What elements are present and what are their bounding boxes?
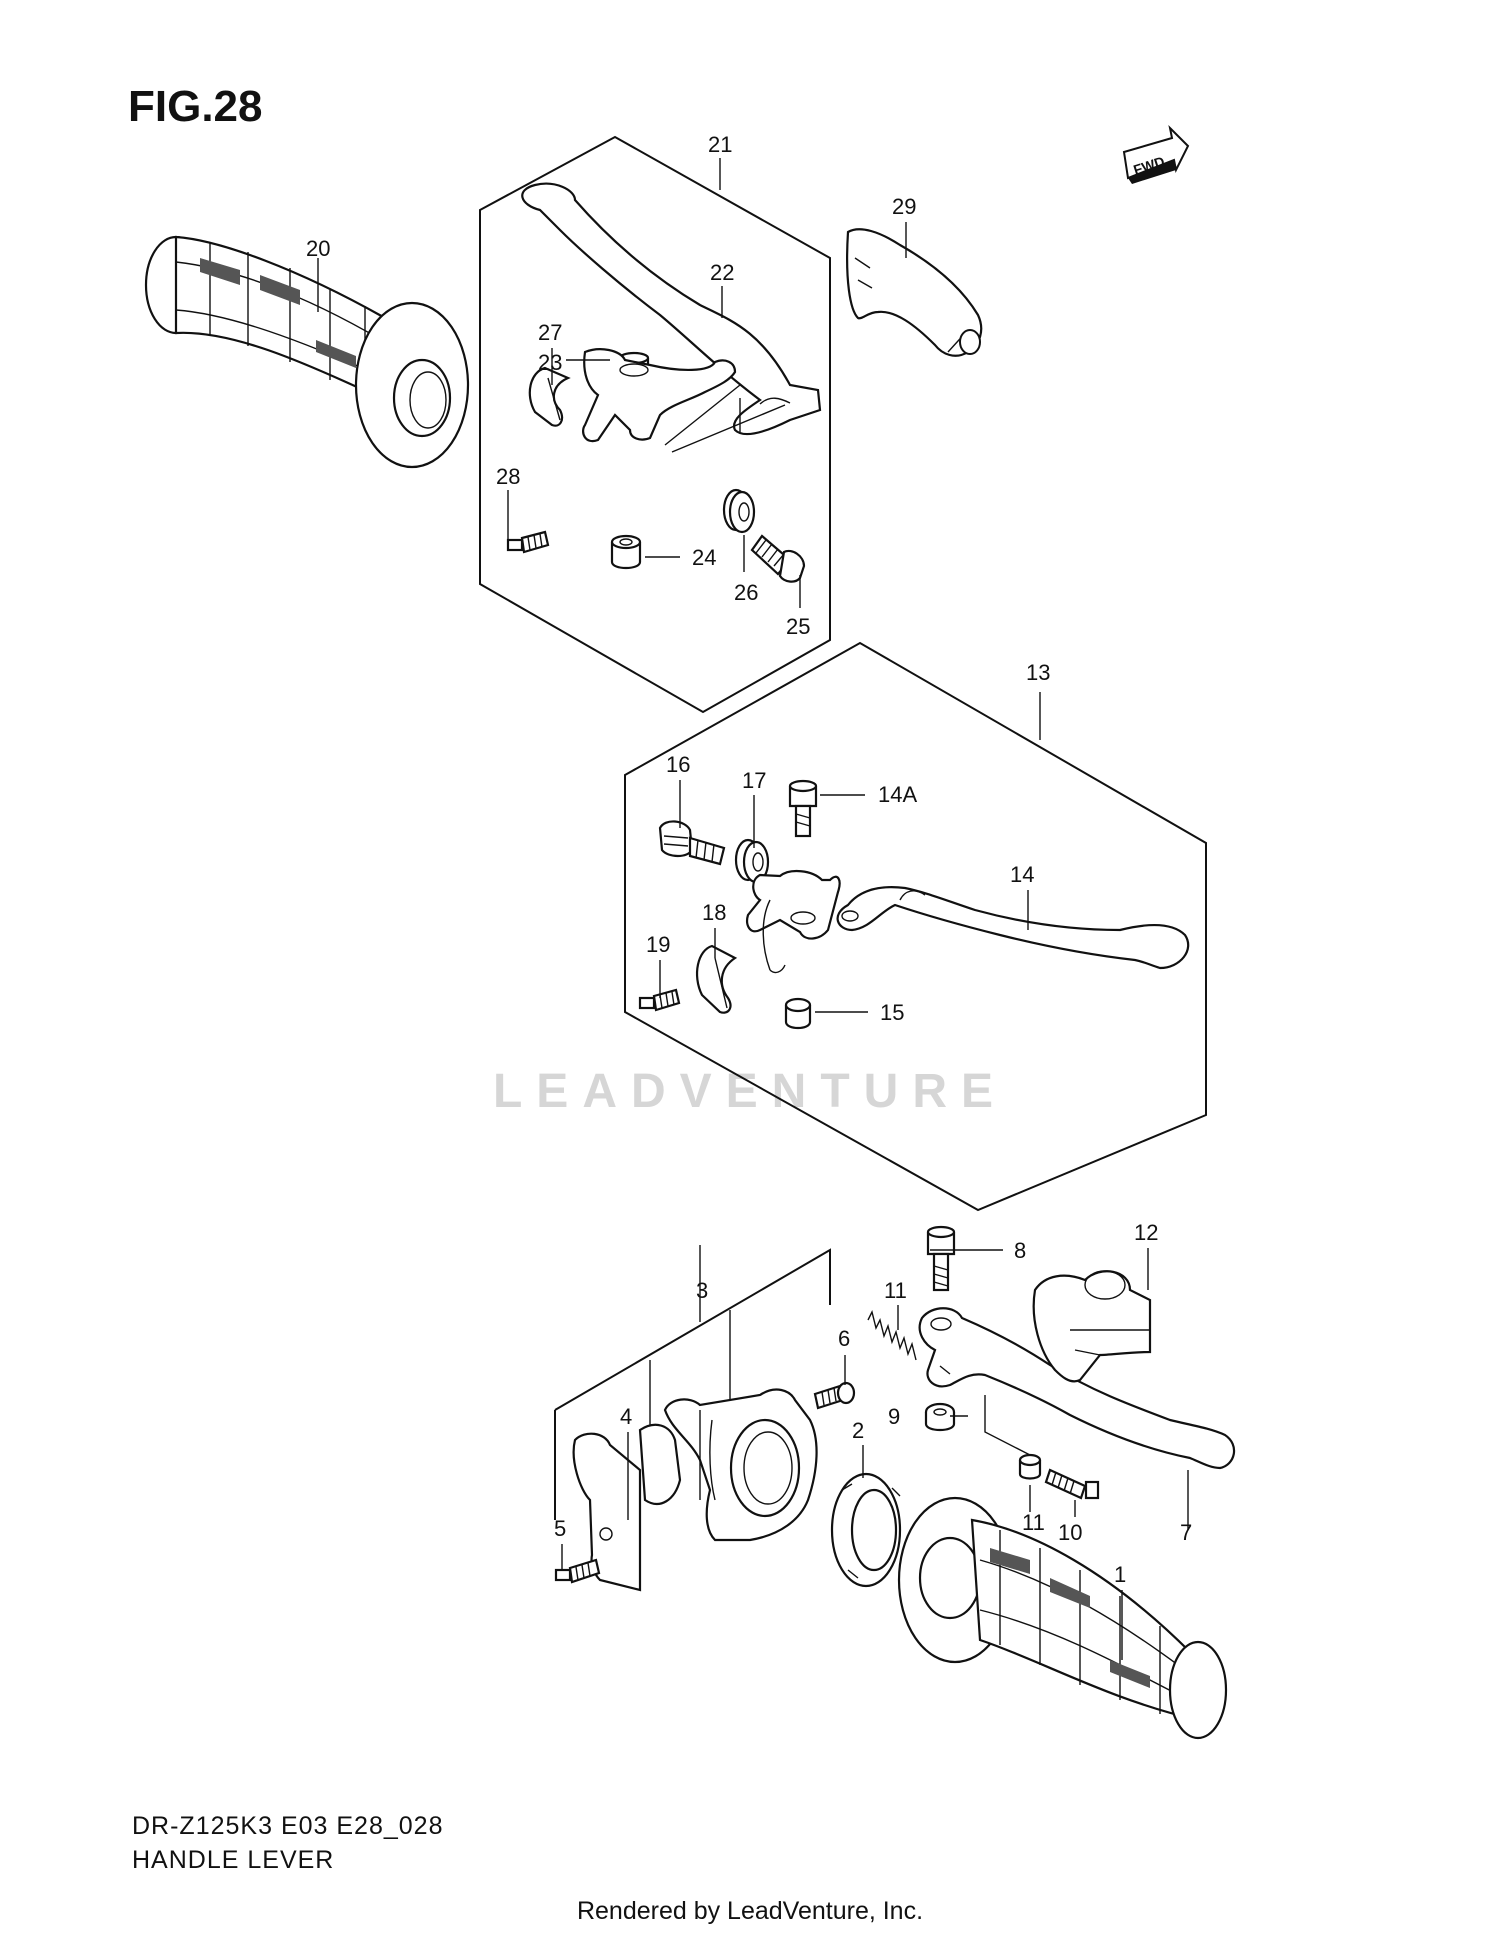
callout-labels: 20 21 22 23 27 28 24 26 25 29 13 16 17 1… (306, 132, 1192, 1587)
callout-3: 3 (696, 1278, 708, 1303)
callout-4: 4 (620, 1404, 632, 1429)
screw-6 (813, 1381, 856, 1410)
callout-9: 9 (888, 1404, 900, 1429)
callout-26: 25 (786, 614, 810, 639)
callout-30: 29 (892, 194, 916, 219)
callout-11: 11 (1022, 1510, 1045, 1535)
callout-23: 22 (710, 260, 734, 285)
callout-28: 27 (538, 320, 562, 345)
screw-5 (554, 1558, 601, 1584)
screw-10 (1044, 1468, 1100, 1500)
callout-27: 26 (734, 580, 758, 605)
callout-13: 12 (1134, 1220, 1158, 1245)
screw-29 (506, 530, 550, 554)
callout-29: 28 (496, 464, 520, 489)
assembly-bracket-3 (554, 1248, 831, 1411)
callout-2: 2 (852, 1418, 864, 1443)
spring-12 (867, 1309, 917, 1361)
callout-1: 1 (1114, 1562, 1126, 1587)
callout-25: 24 (692, 545, 716, 570)
callout-5: 5 (554, 1516, 566, 1541)
leader-lines (317, 158, 1189, 1660)
adjuster-17 (658, 820, 726, 866)
fwd-arrow-icon: FWD (1122, 124, 1190, 184)
callout-7: 7 (1180, 1520, 1192, 1545)
callout-19: 18 (702, 900, 726, 925)
watermark: LEADVENTURE (492, 1065, 1008, 1118)
assembly-outline-14 (624, 641, 1207, 1212)
ring-2 (830, 1472, 902, 1588)
callout-14a: 14 (1010, 862, 1034, 887)
figure-title: FIG.28 (128, 82, 263, 131)
callout-22: 21 (708, 132, 732, 157)
adjuster-26 (750, 534, 806, 583)
lever-23 (521, 182, 822, 436)
locknut-27 (722, 488, 756, 534)
clutch-lever-14a (836, 886, 1190, 970)
callout-14: 13 (1026, 660, 1050, 685)
nut-16 (784, 997, 812, 1030)
callout-16: 15 (880, 1000, 904, 1025)
locknut-18 (734, 838, 770, 884)
model-code: DR-Z125K3 E03 E28_028 (132, 1812, 444, 1840)
callout-21: 20 (306, 236, 330, 261)
callout-17: 16 (666, 752, 690, 777)
render-credit: Rendered by LeadVenture, Inc. (576, 1897, 924, 1925)
callout-12: 11 (884, 1278, 907, 1303)
brake-lever-7 (918, 1307, 1236, 1470)
callout-20: 19 (646, 932, 670, 957)
nut-25 (610, 534, 642, 570)
callout-6: 6 (838, 1326, 850, 1351)
grip-1 (897, 1496, 1228, 1740)
bushing-9 (924, 1402, 956, 1432)
half-clamp-28 (528, 366, 571, 427)
assembly-outline-22 (479, 135, 831, 714)
callout-18: 17 (742, 768, 766, 793)
callout-10: 10 (1058, 1520, 1082, 1545)
lever-cover-30 (846, 228, 983, 357)
lever-cover-13 (1032, 1270, 1152, 1383)
clutch-lever-holder (746, 870, 841, 940)
lever-holder (582, 348, 737, 443)
half-clamp-19 (695, 944, 738, 1014)
callout-8: 8 (1014, 1238, 1026, 1263)
pivot-bolt-8 (926, 1225, 956, 1292)
callout-15: 14A (878, 782, 917, 807)
diagram-subtitle: HANDLE LEVER (132, 1846, 335, 1874)
callout-24: 23 (538, 350, 562, 375)
nut-11 (1018, 1453, 1042, 1480)
pivot-bolt-15 (788, 779, 818, 838)
grip-21 (144, 235, 470, 469)
